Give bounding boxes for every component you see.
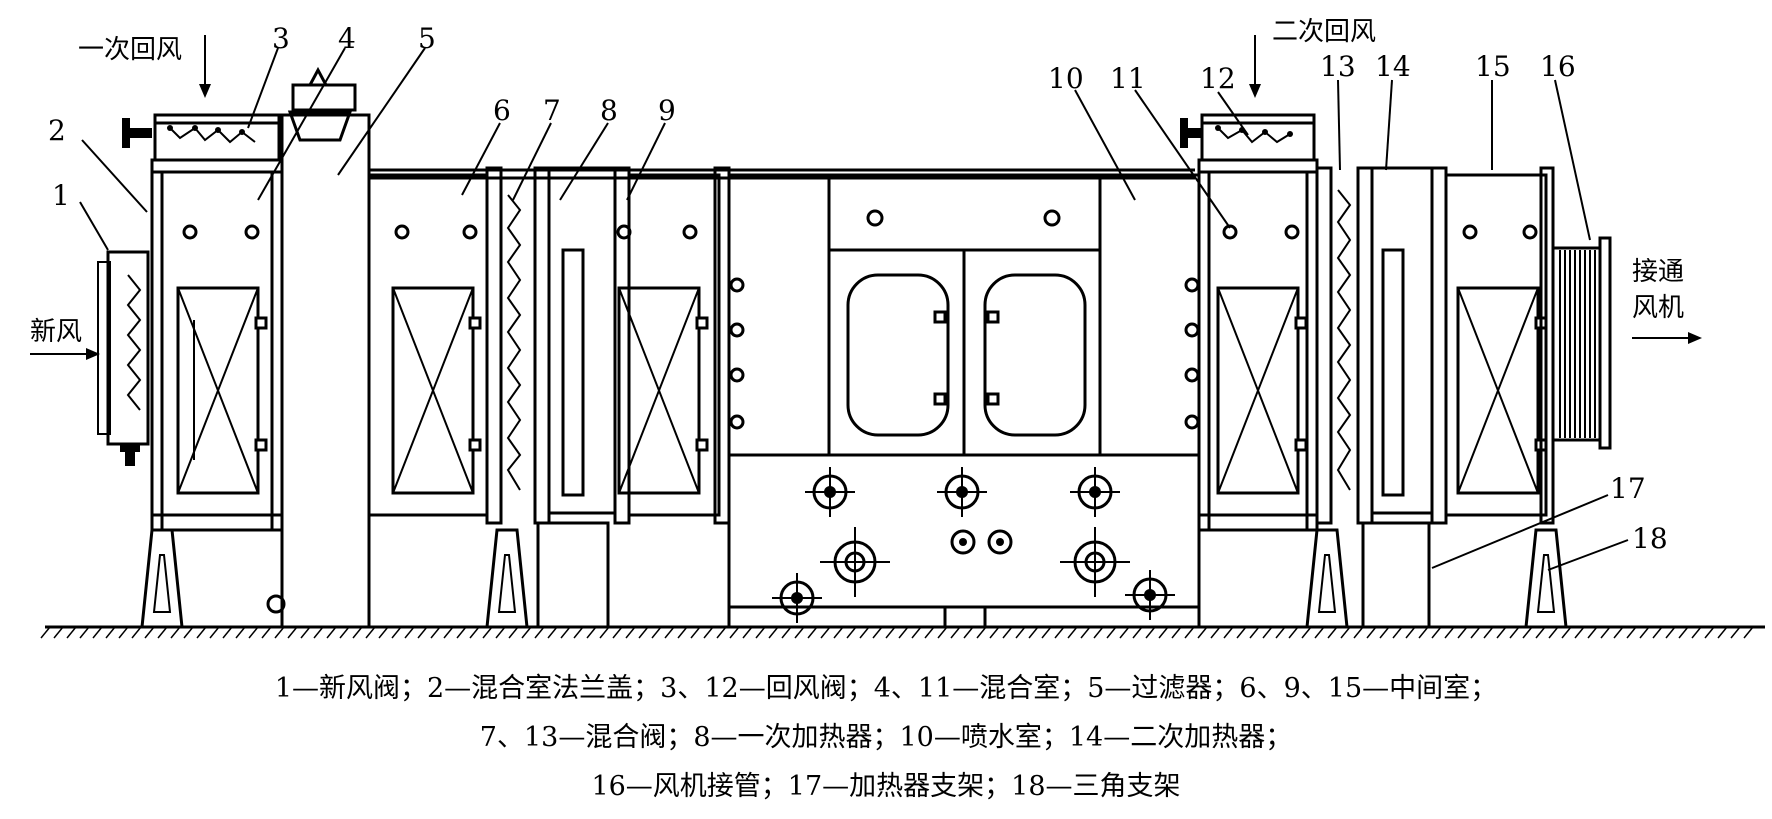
label-4: 4 [338, 22, 356, 55]
primary-return-air-label: 一次回风 [78, 35, 182, 65]
airflow-arrows [30, 35, 1702, 360]
label-16: 16 [1540, 50, 1576, 83]
label-7: 7 [543, 94, 561, 127]
part-numbers: 1 2 3 4 5 6 7 8 9 10 11 12 13 14 15 16 1… [48, 22, 1668, 555]
secondary-heater-section [1315, 166, 1555, 629]
label-12: 12 [1200, 62, 1236, 95]
figure-caption: 1—新风阀；2—混合室法兰盖；3、12—回风阀；4、11—混合室；5—过滤器；6… [275, 673, 1497, 802]
label-17: 17 [1610, 472, 1646, 505]
label-14: 14 [1375, 50, 1411, 83]
spray-chamber [727, 173, 1201, 629]
label-13: 13 [1320, 50, 1356, 83]
triangle-supports [140, 528, 1568, 629]
label-10: 10 [1048, 62, 1084, 95]
label-1: 1 [52, 179, 70, 212]
label-5: 5 [418, 22, 436, 55]
label-3: 3 [272, 22, 290, 55]
caption-line-1: 1—新风阀；2—混合室法兰盖；3、12—回风阀；4、11—混合室；5—过滤器；6… [275, 673, 1497, 704]
label-8: 8 [600, 94, 618, 127]
to-fan-label-1: 接通 [1632, 257, 1684, 287]
fresh-air-label: 新风 [30, 317, 82, 347]
to-fan-label-2: 风机 [1632, 293, 1684, 323]
label-9: 9 [658, 94, 676, 127]
fresh-air-damper [97, 250, 150, 466]
secondary-return-air-label: 二次回风 [1272, 17, 1376, 47]
mixing-chamber-1 [122, 113, 284, 532]
caption-line-2: 7、13—混合阀；8—一次加热器；10—喷水室；14—二次加热器； [480, 722, 1292, 753]
mixing-chamber-2 [1180, 113, 1319, 532]
label-2: 2 [48, 114, 66, 147]
label-15: 15 [1475, 50, 1511, 83]
intermediate-chamber-9 [616, 166, 731, 525]
label-18: 18 [1632, 522, 1668, 555]
flow-labels: 一次回风 二次回风 新风 接通 风机 [30, 17, 1684, 347]
fan-connector [1551, 236, 1612, 450]
ground [40, 625, 1765, 639]
intermediate-chamber-6 [367, 168, 1195, 517]
leader-lines [79, 47, 1629, 571]
label-11: 11 [1110, 62, 1146, 95]
caption-line-3: 16—风机接管；17—加热器支架；18—三角支架 [591, 771, 1180, 802]
label-6: 6 [493, 94, 511, 127]
mixing-damper-and-heater [485, 166, 631, 629]
